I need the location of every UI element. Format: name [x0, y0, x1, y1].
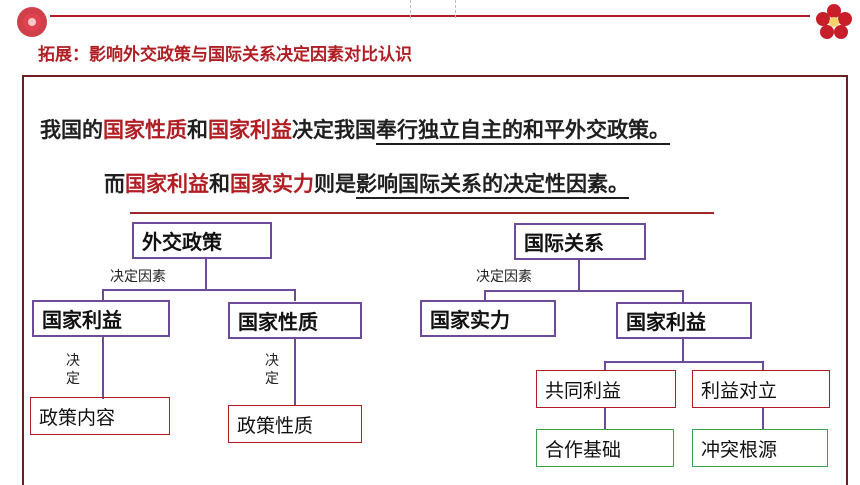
connector	[604, 361, 764, 363]
connector	[604, 361, 606, 371]
connector	[484, 290, 486, 300]
connector	[682, 339, 684, 361]
s1-part-c: 和	[187, 118, 208, 142]
connector	[205, 259, 207, 289]
s2-part-c: 和	[209, 172, 230, 196]
conflict-root-leaf: 冲突根源	[692, 429, 828, 467]
foreign-policy-root: 外交政策	[132, 222, 272, 259]
s2-part-e: 则是	[314, 172, 356, 196]
international-relations-root: 国际关系	[514, 223, 646, 260]
section-divider	[130, 212, 714, 214]
left-branch-label: 决定因素	[110, 269, 166, 285]
top-dashed-rule-2	[455, 0, 456, 18]
s2-part-a: 而	[104, 172, 125, 196]
s1-keyword-nature: 国家性质	[103, 118, 187, 142]
s1-keyword-interest: 国家利益	[208, 118, 292, 142]
right-branch-label: 决定因素	[476, 269, 532, 285]
s2-keyword-strength: 国家实力	[230, 172, 314, 196]
top-dashed-rule	[410, 0, 411, 18]
interest-conflict-leaf: 利益对立	[692, 370, 830, 408]
national-strength-node: 国家实力	[420, 300, 556, 337]
connector	[294, 339, 296, 405]
connector	[294, 289, 296, 301]
connector	[484, 290, 684, 292]
national-interest-node: 国家利益	[32, 300, 170, 337]
policy-nature-leaf: 政策性质	[228, 405, 362, 443]
connector	[762, 361, 764, 371]
s2-keyword-interest: 国家利益	[125, 172, 209, 196]
connector	[682, 290, 684, 302]
national-interest-node-right: 国家利益	[616, 302, 752, 339]
connector	[102, 337, 104, 399]
s2-underlined-factor: 影响国际关系的决定性因素。	[356, 172, 629, 196]
connector	[762, 408, 764, 429]
page-title: 拓展：影响外交政策与国际关系决定因素对比认识	[38, 45, 412, 65]
page-top-rule	[50, 15, 810, 17]
connector	[102, 289, 296, 291]
policy-content-leaf: 政策内容	[30, 397, 170, 435]
flower-ornament-right	[816, 4, 852, 39]
cooperation-basis-leaf: 合作基础	[536, 429, 674, 467]
decide-label-1: 决定	[66, 353, 80, 387]
statement-2: 而国家利益和国家实力则是影响国际关系的决定性因素。	[104, 168, 629, 198]
common-interest-leaf: 共同利益	[536, 370, 676, 408]
s1-part-a: 我国的	[40, 118, 103, 142]
statement-1: 我国的国家性质和国家利益决定我国奉行独立自主的和平外交政策。	[40, 114, 670, 144]
decide-label-2: 决定	[265, 353, 279, 387]
page-border	[22, 75, 848, 485]
connector	[102, 289, 104, 301]
national-nature-node: 国家性质	[228, 302, 362, 339]
flower-ornament-left	[17, 7, 47, 37]
s1-underlined-policy: 奉行独立自主的和平外交政策。	[376, 118, 670, 142]
connector	[578, 260, 580, 290]
s1-part-e: 决定我国	[292, 118, 376, 142]
connector	[604, 408, 606, 429]
